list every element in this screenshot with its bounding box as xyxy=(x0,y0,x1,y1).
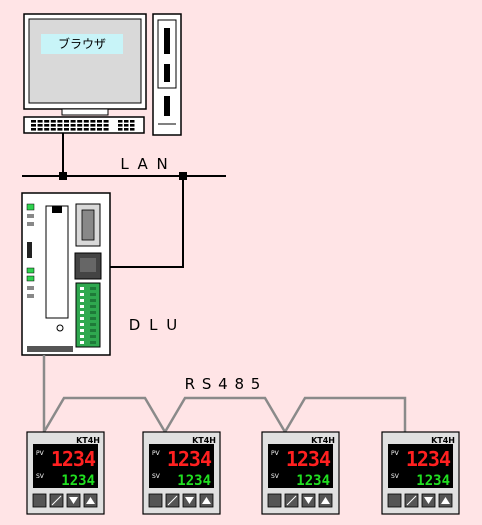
display-panel xyxy=(388,444,453,488)
pv-indicator: PV xyxy=(152,450,161,457)
model-label: KT4H xyxy=(76,436,100,445)
vent xyxy=(27,346,73,352)
kt4h-controller: KT4H PV SV 1234 1234 xyxy=(26,431,105,515)
kt4h-controller: KT4H PV SV 1234 1234 xyxy=(381,431,460,515)
lan-network: L A N xyxy=(22,133,226,268)
status-led xyxy=(26,267,35,274)
display-panel xyxy=(268,444,333,488)
sv-indicator: SV xyxy=(152,473,161,480)
up-arrow-icon xyxy=(86,497,95,504)
dlu-label: D L U xyxy=(129,316,179,334)
sv-indicator: SV xyxy=(36,473,45,480)
status-led xyxy=(26,203,35,211)
status-led xyxy=(26,275,35,282)
mode-button xyxy=(148,493,163,508)
display-panel xyxy=(33,444,98,488)
pv-indicator: PV xyxy=(36,450,45,457)
status-led xyxy=(27,294,34,298)
model-label: KT4H xyxy=(431,436,455,445)
mode-button xyxy=(32,493,47,508)
status-led xyxy=(27,222,34,226)
sv-display: 1234 xyxy=(416,473,450,489)
pv-display: 1234 xyxy=(51,447,96,471)
mode-button xyxy=(267,493,282,508)
display-panel xyxy=(149,444,214,488)
terminal-block xyxy=(75,282,101,348)
pv-display: 1234 xyxy=(406,447,451,471)
status-led xyxy=(27,214,34,218)
keyboard xyxy=(23,116,145,134)
down-arrow-icon xyxy=(304,497,313,504)
rs485-bus: R S 4 8 5 xyxy=(42,355,407,433)
sv-display: 1234 xyxy=(177,473,211,489)
sv-display: 1234 xyxy=(61,473,95,489)
lan-junction xyxy=(59,172,67,180)
sv-indicator: SV xyxy=(391,473,400,480)
up-arrow-icon xyxy=(441,497,450,504)
pv-indicator: PV xyxy=(391,450,400,457)
kt4h-controller: KT4H PV SV 1234 1234 xyxy=(142,431,221,515)
model-label: KT4H xyxy=(311,436,335,445)
pc-monitor: ブラウザ xyxy=(23,13,147,116)
mode-button xyxy=(387,493,402,508)
kt4h-controller: KT4H PV SV 1234 1234 xyxy=(261,431,340,515)
down-arrow-icon xyxy=(69,497,78,504)
switch xyxy=(27,242,32,258)
browser-label: ブラウザ xyxy=(58,36,106,51)
dlu-unit: D L U xyxy=(21,192,179,356)
rs485-label: R S 4 8 5 xyxy=(185,375,262,393)
model-label: KT4H xyxy=(192,436,216,445)
down-arrow-icon xyxy=(424,497,433,504)
up-arrow-icon xyxy=(202,497,211,504)
up-arrow-icon xyxy=(321,497,330,504)
down-arrow-icon xyxy=(185,497,194,504)
ethernet-port xyxy=(74,252,102,280)
pv-display: 1234 xyxy=(286,447,331,471)
browser-window xyxy=(41,34,123,54)
card-slot xyxy=(45,205,69,319)
pv-indicator: PV xyxy=(271,450,280,457)
pc-tower xyxy=(152,13,182,136)
pv-display: 1234 xyxy=(167,447,212,471)
sv-display: 1234 xyxy=(296,473,330,489)
lan-label: L A N xyxy=(120,155,169,173)
status-led xyxy=(27,286,34,290)
sv-indicator: SV xyxy=(271,473,280,480)
